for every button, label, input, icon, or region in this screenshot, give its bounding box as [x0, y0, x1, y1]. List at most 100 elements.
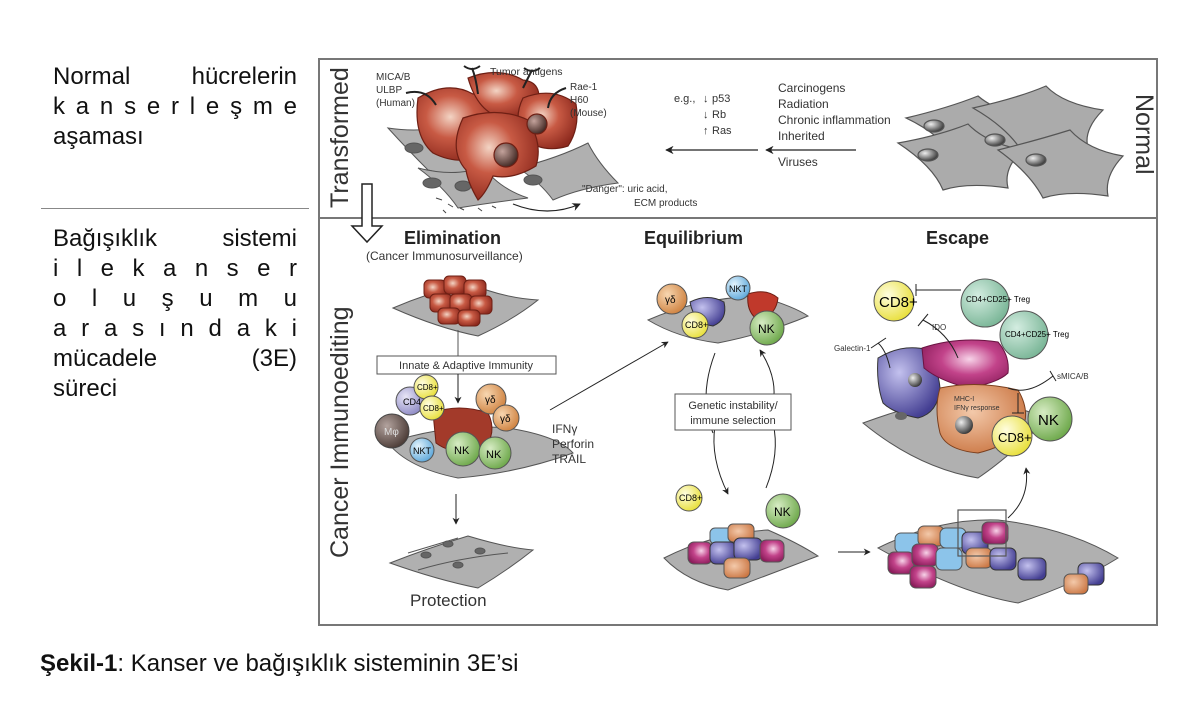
cell-label: CD8+: [998, 430, 1032, 445]
cause-item: Carcinogens: [778, 81, 845, 95]
cell-label: CD4+CD25+ Treg: [1005, 330, 1069, 339]
cell-label: CD8+: [679, 493, 702, 503]
cell-label: NKT: [413, 446, 432, 456]
cd8-cell: [873, 280, 915, 322]
escape-tumor-mass: [876, 509, 1119, 604]
mutation-gene: p53: [712, 93, 730, 105]
cell-label: NK: [774, 505, 791, 519]
protected-normal-tissue: [388, 535, 535, 589]
side-divider: [41, 208, 309, 209]
side-note-line: mücadele (3E): [53, 345, 297, 372]
transition-arrow-icon: [350, 183, 384, 244]
down-arrow-icon: ↓: [703, 109, 709, 121]
danger-label: "Danger": uric acid,: [582, 184, 667, 195]
cell-label: CD4+: [403, 397, 426, 407]
cell-label: NK: [454, 445, 470, 457]
cell-label: NK: [758, 322, 775, 336]
figure-caption: Şekil-1: Kanser ve bağışıklık sisteminin…: [40, 650, 518, 678]
immunity-label: Innate & Adaptive Immunity: [399, 360, 533, 372]
normal-label: Normal: [1130, 94, 1158, 175]
cd8-cell: [675, 484, 703, 512]
elimination-subtitle: (Cancer Immunosurveillance): [366, 249, 523, 263]
danger-arrow: [512, 203, 581, 212]
normal-cells: [896, 85, 1125, 199]
mutation-gene: Ras: [712, 125, 732, 137]
selection-label: Genetic instability/: [688, 400, 778, 412]
elimination-tumor: [391, 275, 540, 337]
cause-item: Radiation: [778, 97, 829, 111]
danger-label: ECM products: [634, 198, 697, 209]
immunity-box: [376, 355, 557, 375]
cell-label: CD8+: [417, 383, 438, 392]
cause-list: Carcinogens Radiation Chronic inflammati…: [778, 81, 891, 169]
danger-debris: [435, 197, 497, 214]
cause-item: Chronic inflammation: [778, 113, 891, 127]
tumor-cells-transformed: [416, 71, 578, 201]
cell-label: NK: [1038, 412, 1059, 429]
mutation-list: ↓ p53 ↓ Rb ↑ Ras: [703, 93, 732, 137]
tumor-antigens-label: Tumor antigens: [490, 66, 563, 78]
escape-title: Escape: [926, 228, 989, 248]
selection-box: [674, 393, 792, 431]
effector-item: Perforin: [552, 437, 594, 451]
down-arrow-icon: ↓: [703, 93, 709, 105]
cell-label: CD4+CD25+ Treg: [966, 295, 1030, 304]
side-note-line: k a n s e r l e ş m e: [53, 93, 297, 120]
caption-label: Şekil-1: [40, 650, 118, 677]
treg-cell: [960, 278, 1010, 328]
effector-item: IFNγ: [552, 422, 577, 436]
equilibrium-title: Equilibrium: [644, 228, 743, 248]
equilibrium-bottom-tumor: [663, 523, 820, 591]
mutation-gene: Rb: [712, 109, 726, 121]
ligand-label: ULBP: [376, 85, 402, 96]
up-arrow-icon: ↑: [703, 125, 709, 137]
selection-arrow-down: [713, 425, 729, 495]
elimination-title: Elimination: [404, 228, 501, 248]
galectin-label: Galectin-1: [834, 344, 871, 353]
cell-label: NK: [486, 449, 502, 461]
ligand-label: Rae-1: [570, 82, 598, 93]
side-note-line: Normal hücrelerin: [53, 63, 297, 90]
cell-label: NKT: [729, 284, 748, 294]
cell-label: Mφ: [384, 427, 399, 438]
side-note-transformation: Normal hücrelerin k a n s e r l e ş m e …: [53, 62, 297, 152]
ligand-label: H60: [570, 95, 589, 106]
side-note-line: aşaması: [53, 123, 144, 150]
ido-label: IDO: [932, 323, 946, 332]
caption-text: : Kanser ve bağışıklık sisteminin 3E’si: [117, 650, 519, 677]
protection-label: Protection: [410, 591, 487, 610]
side-note-line: süreci: [53, 375, 118, 402]
zoom-in-arrow: [1007, 467, 1031, 519]
side-note-line: a r a s ı n d a k i: [53, 315, 297, 342]
immunoediting-label: Cancer Immunoediting: [326, 306, 354, 558]
ifn-response-label: IFNγ response: [954, 405, 1000, 412]
cause-item: Inherited: [778, 129, 825, 143]
cause-item: Viruses: [778, 155, 818, 169]
smica-label: sMICA/B: [1057, 372, 1089, 381]
treg-cell: [999, 310, 1049, 360]
ligand-label: (Human): [376, 98, 415, 109]
nk-cell: [1027, 396, 1073, 442]
ligand-label: MICA/B: [376, 72, 411, 83]
nk-cell: [765, 493, 801, 529]
mutations-prefix: e.g.,: [674, 93, 695, 105]
inhibition-lines: [870, 284, 1057, 414]
immunoediting-diagram: Transformed Normal MICA/B ULBP (Human) T…: [318, 58, 1158, 626]
side-note-3e: Bağışıklık sistemi i l e k a n s e r o l…: [53, 224, 297, 404]
cell-label: γδ: [665, 295, 676, 306]
elimination-immune-cluster: CD4+ CD8+ CD8+ Mφ NKT NK NK γδ γδ: [374, 374, 574, 479]
selection-label: immune selection: [690, 415, 776, 427]
mhc-label: MHC-I: [954, 396, 974, 403]
effector-list: IFNγ Perforin TRAIL: [552, 422, 594, 466]
side-note-line: Bağışıklık sistemi: [53, 225, 297, 252]
cd8-cell: [991, 415, 1033, 457]
to-equilibrium-arrow: [549, 341, 669, 411]
effector-item: TRAIL: [552, 452, 586, 466]
cell-label: γδ: [500, 414, 511, 425]
antigen-receptors: [405, 65, 567, 109]
cell-label: CD8+: [685, 320, 708, 330]
cell-label: CD8+: [423, 404, 444, 413]
transformed-label: Transformed: [326, 67, 354, 208]
ligand-label: (Mouse): [570, 108, 607, 119]
equilibrium-top-cluster: γδ NKT CD8+ NK: [646, 275, 810, 346]
